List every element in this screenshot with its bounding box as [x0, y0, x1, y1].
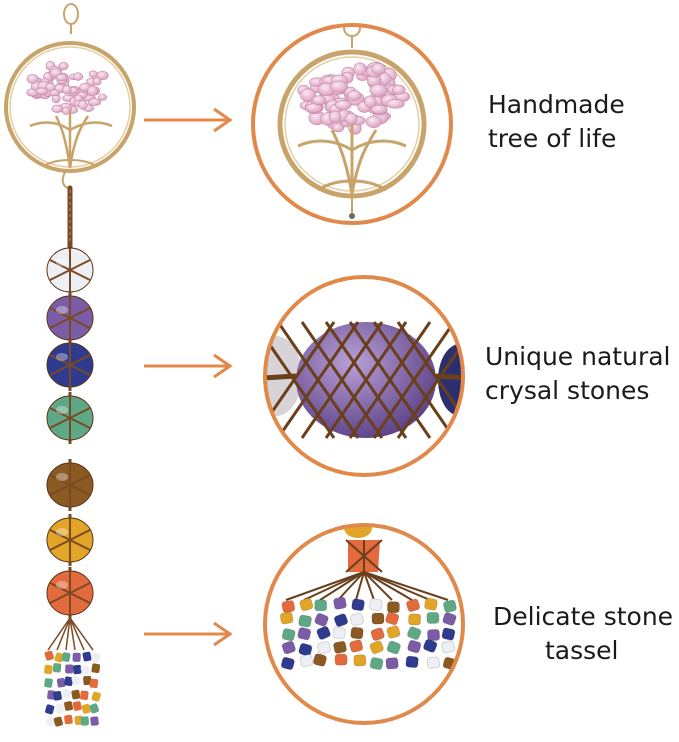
stone-chip-tassel-closeup-icon: [263, 523, 465, 725]
arrow-icon-3: [144, 621, 233, 647]
chakra-stone-icon: [46, 567, 94, 619]
callout-line: crysal stones: [485, 376, 650, 405]
arrow-icon-2: [144, 353, 233, 379]
callout-line: Unique natural: [485, 342, 671, 371]
chakra-stones-chain: [46, 244, 94, 619]
callout-line: Delicate stone: [493, 602, 674, 631]
tree-of-life-closeup-icon: [251, 23, 453, 225]
hanging-loop-icon: [63, 3, 79, 34]
arrow-icon-1: [144, 107, 233, 133]
stone-tassel-icon: [44, 617, 101, 727]
full-product-image: [4, 3, 136, 727]
callout-text-tree-of-life: Handmade tree of life: [488, 88, 625, 156]
chakra-stone-icon: [46, 459, 94, 511]
braided-cord-icon: [61, 171, 73, 251]
callout-line: tassel: [545, 636, 619, 665]
chakra-stone-icon: [46, 292, 94, 344]
amethyst-stone-closeup-icon: [263, 275, 465, 477]
callout-line: tree of life: [488, 124, 617, 153]
callout-line: Handmade: [488, 90, 625, 119]
callout-text-natural-stones: Unique natural crysal stones: [485, 340, 671, 408]
chakra-stone-icon: [46, 514, 94, 566]
chakra-stone-icon: [46, 392, 94, 444]
chakra-stone-icon: [46, 244, 94, 296]
callout-text-stone-tassel: Delicate stone tassel: [493, 600, 673, 668]
chakra-stone-icon: [46, 339, 94, 391]
tree-of-life-pendant-icon: [4, 41, 136, 173]
